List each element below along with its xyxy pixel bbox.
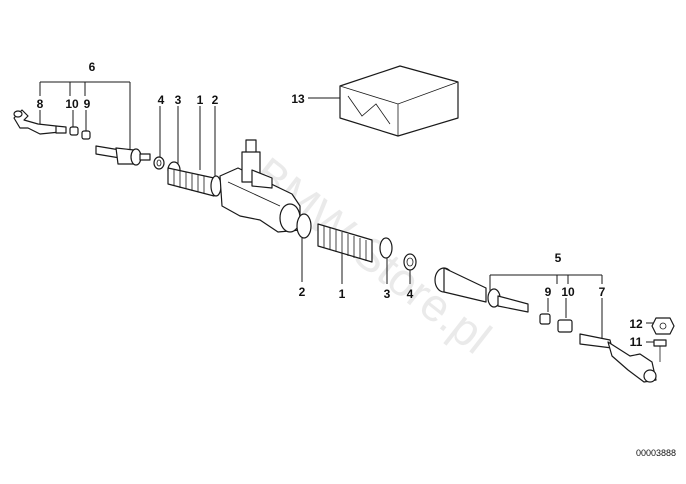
- callout-4-top: 4: [158, 93, 165, 107]
- callout-13: 13: [291, 92, 305, 106]
- callout-2-bottom: 2: [299, 285, 306, 299]
- callout-5: 5: [555, 251, 562, 265]
- clamp-ring-bottom: [296, 213, 312, 239]
- callout-3-top: 3: [175, 93, 182, 107]
- tie-rod-end-right: [579, 333, 657, 383]
- tie-rod-end-left: [13, 109, 67, 135]
- callout-9-left: 9: [84, 97, 91, 111]
- clamp-bottom: [379, 237, 393, 259]
- callout-2-top: 2: [212, 93, 219, 107]
- axial-joint-left: [95, 145, 151, 166]
- callout-9-right: 9: [545, 285, 552, 299]
- washer-bottom: [403, 253, 417, 271]
- axial-joint-right: [434, 267, 529, 313]
- callout-12: 12: [629, 317, 643, 331]
- lock-nut-left: [69, 126, 91, 140]
- callout-4-bottom: 4: [407, 287, 414, 301]
- callout-1-top: 1: [197, 93, 204, 107]
- steering-gear-housing: [219, 139, 301, 233]
- callout-10-right: 10: [561, 285, 575, 299]
- lock-nut-right: [539, 313, 573, 333]
- clamp-ring-top: [210, 175, 222, 197]
- bellows-top: [167, 167, 215, 197]
- callout-11: 11: [630, 335, 643, 349]
- callout-1-bottom: 1: [339, 287, 346, 301]
- castle-nut: [651, 317, 675, 335]
- callout-8: 8: [37, 97, 44, 111]
- parts-box: [339, 65, 459, 137]
- callout-7: 7: [599, 285, 606, 299]
- bellows-bottom: [317, 223, 373, 263]
- document-id: 00003888: [636, 448, 676, 458]
- split-pin: [653, 339, 667, 362]
- leader-lines: [39, 81, 658, 343]
- callout-6: 6: [89, 60, 96, 74]
- callout-3-bottom: 3: [384, 287, 391, 301]
- callout-10-left: 10: [65, 97, 79, 111]
- washer-top: [153, 156, 165, 170]
